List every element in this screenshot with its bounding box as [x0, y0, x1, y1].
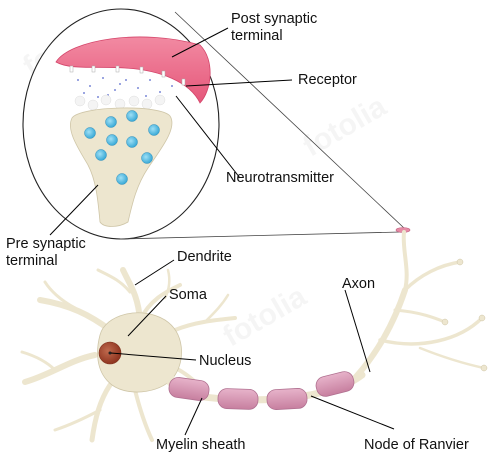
label-soma: Soma: [169, 287, 207, 303]
label-myelin-sheath: Myelin sheath: [156, 437, 246, 453]
post-synaptic-terminal: [55, 36, 211, 104]
stock-id: #62651392: [0, 300, 14, 450]
zoom-line-upper: [174, 11, 405, 229]
label-receptor: Receptor: [298, 72, 357, 88]
label-post-synaptic-terminal: Post synaptic terminal: [231, 11, 318, 44]
label-node-of-ranvier: Node of Ranvier: [364, 437, 469, 453]
synaptic-vesicles: [84, 110, 160, 185]
myelin-sheaths: [168, 371, 355, 410]
label-axon: Axon: [342, 276, 376, 292]
label-neurotransmitter: Neurotransmitter: [226, 170, 334, 186]
axon-terminals: [352, 230, 486, 381]
label-dendrite: Dendrite: [177, 249, 232, 265]
zoom-line-lower: [119, 231, 401, 240]
label-nucleus: Nucleus: [199, 353, 252, 369]
release-vesicles: [74, 94, 166, 111]
label-pre-synaptic-terminal: Pre synaptic terminal: [6, 236, 86, 269]
pre-synaptic-terminal: [70, 107, 173, 227]
axon-terminal-bulbs: [441, 258, 488, 372]
leader-lines: [49, 27, 395, 436]
receptors: [69, 65, 186, 86]
